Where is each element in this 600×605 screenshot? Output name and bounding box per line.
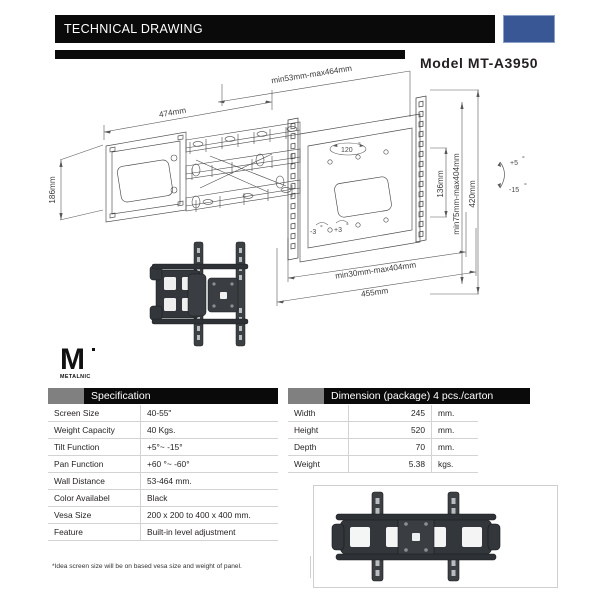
spec-key: Feature [48, 523, 141, 541]
logo-letter-m: M [60, 343, 85, 376]
spec-key: Screen Size [48, 405, 141, 422]
tilt-down-label: -15 [509, 187, 519, 194]
table-row: Width 245 mm. [288, 405, 478, 422]
specification-table-header: Specification [48, 388, 278, 404]
dim-header-label: Dimension (package) 4 pcs./carton [324, 388, 530, 404]
dim-key: Height [288, 421, 349, 439]
dim-key: Depth [288, 438, 349, 456]
table-row: Tilt Function +5°~ -15° [48, 438, 278, 456]
spec-value: Black [140, 489, 278, 507]
spec-value: 200 x 200 to 400 x 400 mm. [140, 506, 278, 524]
dim-120-degree-symbol: ° [358, 141, 361, 149]
tilt-down-degree: ° [524, 182, 527, 190]
spec-value: 40 Kgs. [140, 421, 278, 439]
header-bar: TECHNICAL DRAWING [55, 15, 495, 43]
table-row: Height 520 mm. [288, 421, 478, 439]
roll-right-degree: ° [346, 222, 349, 230]
dim-unit: mm. [431, 421, 478, 439]
dim-header-gray-block [288, 388, 324, 404]
table-row: Wall Distance 53-464 mm. [48, 472, 278, 490]
spec-value: +5°~ -15° [140, 438, 278, 456]
tilt-up-label: +5 [510, 160, 518, 167]
dim-186mm: 186mm [48, 176, 57, 203]
logo-mark: M [60, 343, 100, 376]
dim-value: 520 [348, 421, 432, 439]
tilt-up-degree: ° [522, 155, 525, 163]
logo-registered-dot [92, 348, 95, 351]
dim-value: 245 [348, 405, 432, 422]
spec-key: Pan Function [48, 455, 141, 473]
table-row: Screen Size 40-55" [48, 405, 278, 422]
dim-value: 5.38 [348, 455, 432, 473]
spec-key: Tilt Function [48, 438, 141, 456]
dim-455mm: 455mm [361, 286, 389, 299]
spec-value: Built-in level adjustment [140, 523, 278, 541]
table-row: Feature Built-in level adjustment [48, 523, 278, 541]
dim-unit: mm. [431, 405, 478, 422]
dim-vesa-height-range: min75mm-max404mm [452, 153, 461, 235]
spec-header-gray-block [48, 388, 84, 404]
spec-value: 40-55" [140, 405, 278, 422]
page-title: TECHNICAL DRAWING [64, 22, 203, 36]
logo-brand-text: METALNIC [60, 374, 91, 380]
roll-left-label: -3 [310, 229, 316, 236]
technical-drawing: 474mm 186mm min53mm-max464mm 120 ° 136mm… [0, 62, 600, 377]
product-photo-articulated-mount [148, 240, 268, 348]
table-row: Weight 5.38 kgs. [288, 455, 478, 473]
table-row: Color Availabel Black [48, 489, 278, 507]
dim-120-degrees: 120 [341, 147, 353, 154]
footnote-divider [310, 556, 311, 578]
spec-key: Weight Capacity [48, 421, 141, 439]
dim-value: 70 [348, 438, 432, 456]
table-row: Vesa Size 200 x 200 to 400 x 400 mm. [48, 506, 278, 524]
dim-key: Width [288, 405, 349, 422]
dimension-table-header: Dimension (package) 4 pcs./carton [288, 388, 530, 404]
dim-420mm: 420mm [468, 180, 477, 207]
dim-unit: mm. [431, 438, 478, 456]
spec-value: +60 °~ -60° [140, 455, 278, 473]
brand-logo: M METALNIC [60, 343, 116, 385]
spec-key: Wall Distance [48, 472, 141, 490]
dim-136mm: 136mm [436, 170, 445, 197]
table-row: Pan Function +60 °~ -60° [48, 455, 278, 473]
dim-vesa-width-range: min30mm-max404mm [335, 260, 417, 280]
spec-key: Color Availabel [48, 489, 141, 507]
spec-key: Vesa Size [48, 506, 141, 524]
header-accent-bar [55, 50, 405, 59]
roll-left-degree: ° [320, 224, 323, 232]
table-row: Weight Capacity 40 Kgs. [48, 421, 278, 439]
roll-right-label: +3 [334, 227, 342, 234]
spec-value: 53-464 mm. [140, 472, 278, 490]
dim-474mm: 474mm [158, 106, 187, 120]
dimension-table: Width 245 mm. Height 520 mm. Depth 70 mm… [288, 405, 478, 473]
product-photo-box [313, 485, 558, 588]
dim-key: Weight [288, 455, 349, 473]
brand-color-swatch [503, 15, 555, 43]
dim-unit: kgs. [431, 455, 478, 473]
footnote-text: *Idea screen size will be on based vesa … [52, 563, 242, 570]
specification-table: Screen Size 40-55" Weight Capacity 40 Kg… [48, 405, 278, 541]
model-number-label: Model MT-A3950 [420, 55, 539, 71]
spec-header-label: Specification [84, 388, 278, 404]
table-row: Depth 70 mm. [288, 438, 478, 456]
